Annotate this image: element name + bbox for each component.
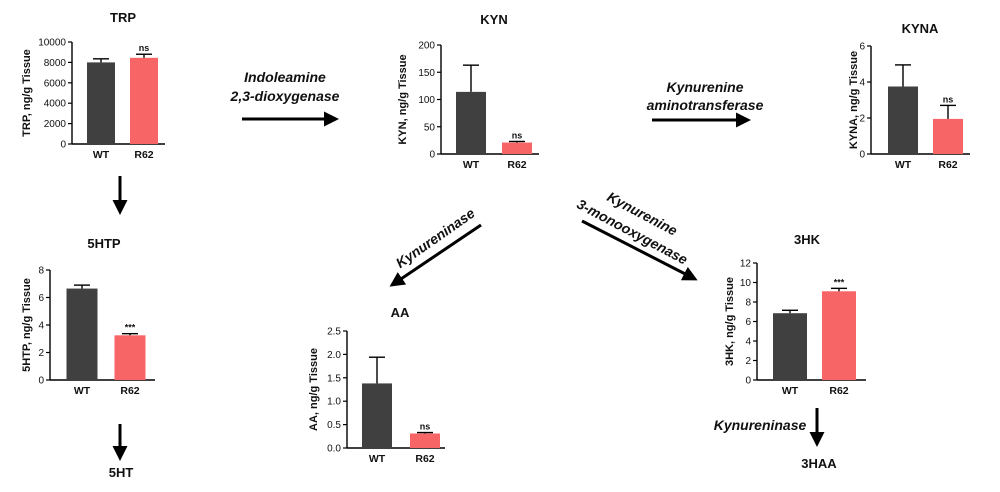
- label-kynu-3haa: Kynureninase: [714, 417, 807, 433]
- x-category-label: R62: [415, 453, 434, 465]
- y-tick-label: 2.0: [327, 350, 341, 361]
- bar-wt: [66, 288, 98, 380]
- y-tick-label: 0: [859, 150, 865, 161]
- y-tick-label: 6: [859, 42, 865, 53]
- label-kynu-aa: Kynureninase: [393, 205, 478, 271]
- y-tick-label: 1.0: [327, 397, 341, 408]
- y-tick-label: 6: [38, 293, 44, 304]
- x-category-label: R62: [829, 385, 848, 397]
- chart-title: KYN: [480, 12, 507, 27]
- label-ido-2: 2,3-dioxygenase: [230, 88, 340, 104]
- y-axis-label: KYN, ng/g Tissue: [397, 54, 409, 144]
- x-category-label: R62: [507, 159, 526, 171]
- y-tick-label: 8: [38, 266, 44, 277]
- y-tick-label: 10: [740, 278, 752, 289]
- y-axis-label: 3HK, ng/g Tissue: [724, 277, 736, 366]
- x-category-label: WT: [895, 159, 912, 171]
- y-tick-label: 1.5: [327, 373, 341, 384]
- x-category-label: WT: [782, 385, 799, 397]
- y-tick-label: 2: [745, 356, 751, 367]
- y-tick-label: 2.5: [327, 327, 341, 338]
- y-tick-label: 0: [60, 140, 66, 151]
- x-category-label: R62: [938, 159, 957, 171]
- label-kat-2: aminotransferase: [647, 97, 764, 113]
- significance-label: ***: [125, 323, 136, 333]
- bar-r62: [130, 57, 158, 145]
- y-axis-label: AA, ng/g Tissue: [308, 348, 320, 431]
- x-category-label: WT: [463, 159, 480, 171]
- chart-title: TRP: [110, 10, 136, 25]
- y-axis-label: TRP, ng/g Tissue: [21, 49, 33, 137]
- x-category-label: WT: [74, 385, 91, 397]
- bar-wt: [773, 313, 807, 380]
- node-5ht: 5HT: [109, 465, 134, 480]
- y-tick-label: 2: [38, 348, 44, 359]
- y-tick-label: 10000: [38, 38, 66, 49]
- y-tick-label: 0: [38, 376, 44, 387]
- bar-r62: [410, 433, 440, 448]
- arrow-kmo: [581, 219, 698, 281]
- bar-r62: [502, 142, 532, 154]
- y-tick-label: 2: [859, 114, 865, 125]
- y-tick-label: 0: [745, 376, 751, 387]
- node-3haa: 3HAA: [801, 456, 837, 471]
- bar-wt: [456, 91, 486, 154]
- significance-label: ***: [834, 277, 845, 287]
- significance-label: ns: [512, 130, 523, 140]
- significance-label: ns: [420, 422, 431, 432]
- x-category-label: WT: [93, 149, 110, 161]
- y-tick-label: 6000: [44, 78, 67, 89]
- chart-title: 5HTP: [87, 236, 121, 251]
- y-tick-label: 4: [38, 321, 44, 332]
- y-tick-label: 0.0: [327, 444, 341, 455]
- y-tick-label: 0: [429, 150, 435, 161]
- y-tick-label: 2000: [44, 119, 67, 130]
- y-tick-label: 150: [418, 68, 435, 79]
- label-kat-1: Kynurenine: [666, 79, 743, 95]
- y-tick-label: 8: [745, 298, 751, 309]
- x-category-label: R62: [120, 385, 139, 397]
- y-tick-label: 200: [418, 41, 435, 52]
- bar-r62: [114, 335, 146, 380]
- y-tick-label: 4000: [44, 99, 67, 110]
- y-tick-label: 4: [859, 78, 865, 89]
- y-tick-label: 6: [745, 317, 751, 328]
- significance-label: ns: [943, 94, 954, 104]
- label-ido-1: Indoleamine: [244, 69, 326, 85]
- y-tick-label: 100: [418, 95, 435, 106]
- chart-title: AA: [391, 305, 410, 320]
- bar-r62: [822, 291, 856, 380]
- bar-wt: [888, 86, 918, 154]
- significance-label: ns: [139, 43, 150, 53]
- arrow-kynu-aa: [389, 223, 482, 287]
- x-category-label: R62: [134, 149, 153, 161]
- y-tick-label: 0.5: [327, 420, 341, 431]
- bar-r62: [933, 118, 963, 154]
- y-tick-label: 50: [424, 122, 436, 133]
- bar-wt: [362, 383, 392, 448]
- chart-title: 3HK: [794, 232, 821, 247]
- chart-title: KYNA: [902, 21, 939, 36]
- y-axis-label: 5HTP, ng/g Tissue: [21, 278, 33, 372]
- y-tick-label: 12: [740, 259, 752, 270]
- y-tick-label: 8000: [44, 58, 67, 69]
- y-axis-label: KYNA, ng/g Tissue: [848, 51, 860, 149]
- x-category-label: WT: [369, 453, 386, 465]
- y-tick-label: 4: [745, 337, 751, 348]
- bar-wt: [87, 62, 115, 144]
